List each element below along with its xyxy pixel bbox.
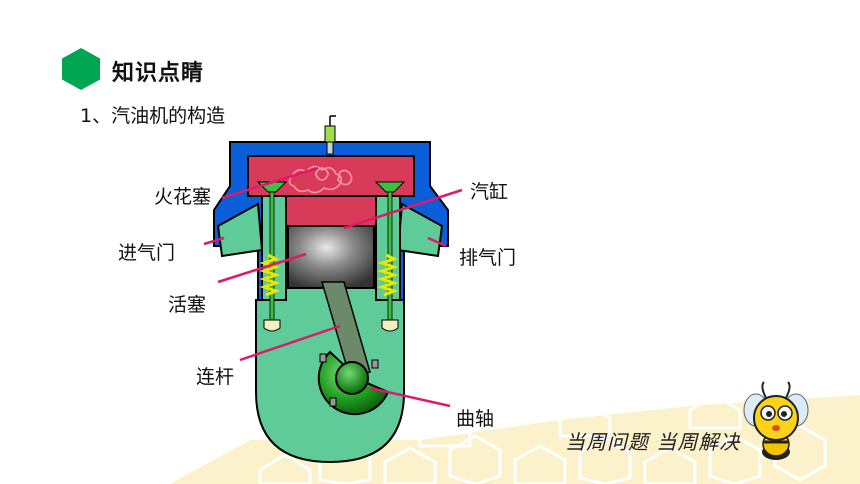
crankshaft [317,350,390,416]
pointer-spark-plug [221,166,319,200]
spark-plug [324,115,336,155]
section-subtitle: 1、汽油机的构造 [80,105,226,127]
pointer-intake [203,236,225,246]
connecting-rod [321,281,371,379]
exhaust-valve [374,181,406,332]
label-piston: 活塞 [168,294,207,316]
label-spark-plug: 火花塞 [154,186,212,208]
label-intake-valve: 进气门 [118,242,176,264]
slogan: 当周问题 当周解决 [565,430,741,454]
label-crankshaft: 曲轴 [456,408,495,430]
flame-pattern [288,165,353,194]
pointer-cylinder [343,188,463,230]
pointer-crankshaft [369,386,451,408]
section-title: 知识点睛 [112,61,205,86]
bee-mascot-icon [743,381,809,460]
pointer-piston [217,252,307,284]
pointer-rod [239,324,341,362]
pointer-exhaust [427,236,447,248]
pointer-lines [203,166,463,408]
label-connecting-rod: 连杆 [196,366,235,388]
piston [287,225,375,289]
label-cylinder: 汽缸 [470,181,509,203]
hexagon-icon [62,48,100,90]
cylinder-bore [285,195,377,227]
label-exhaust-valve: 排气门 [459,247,517,269]
